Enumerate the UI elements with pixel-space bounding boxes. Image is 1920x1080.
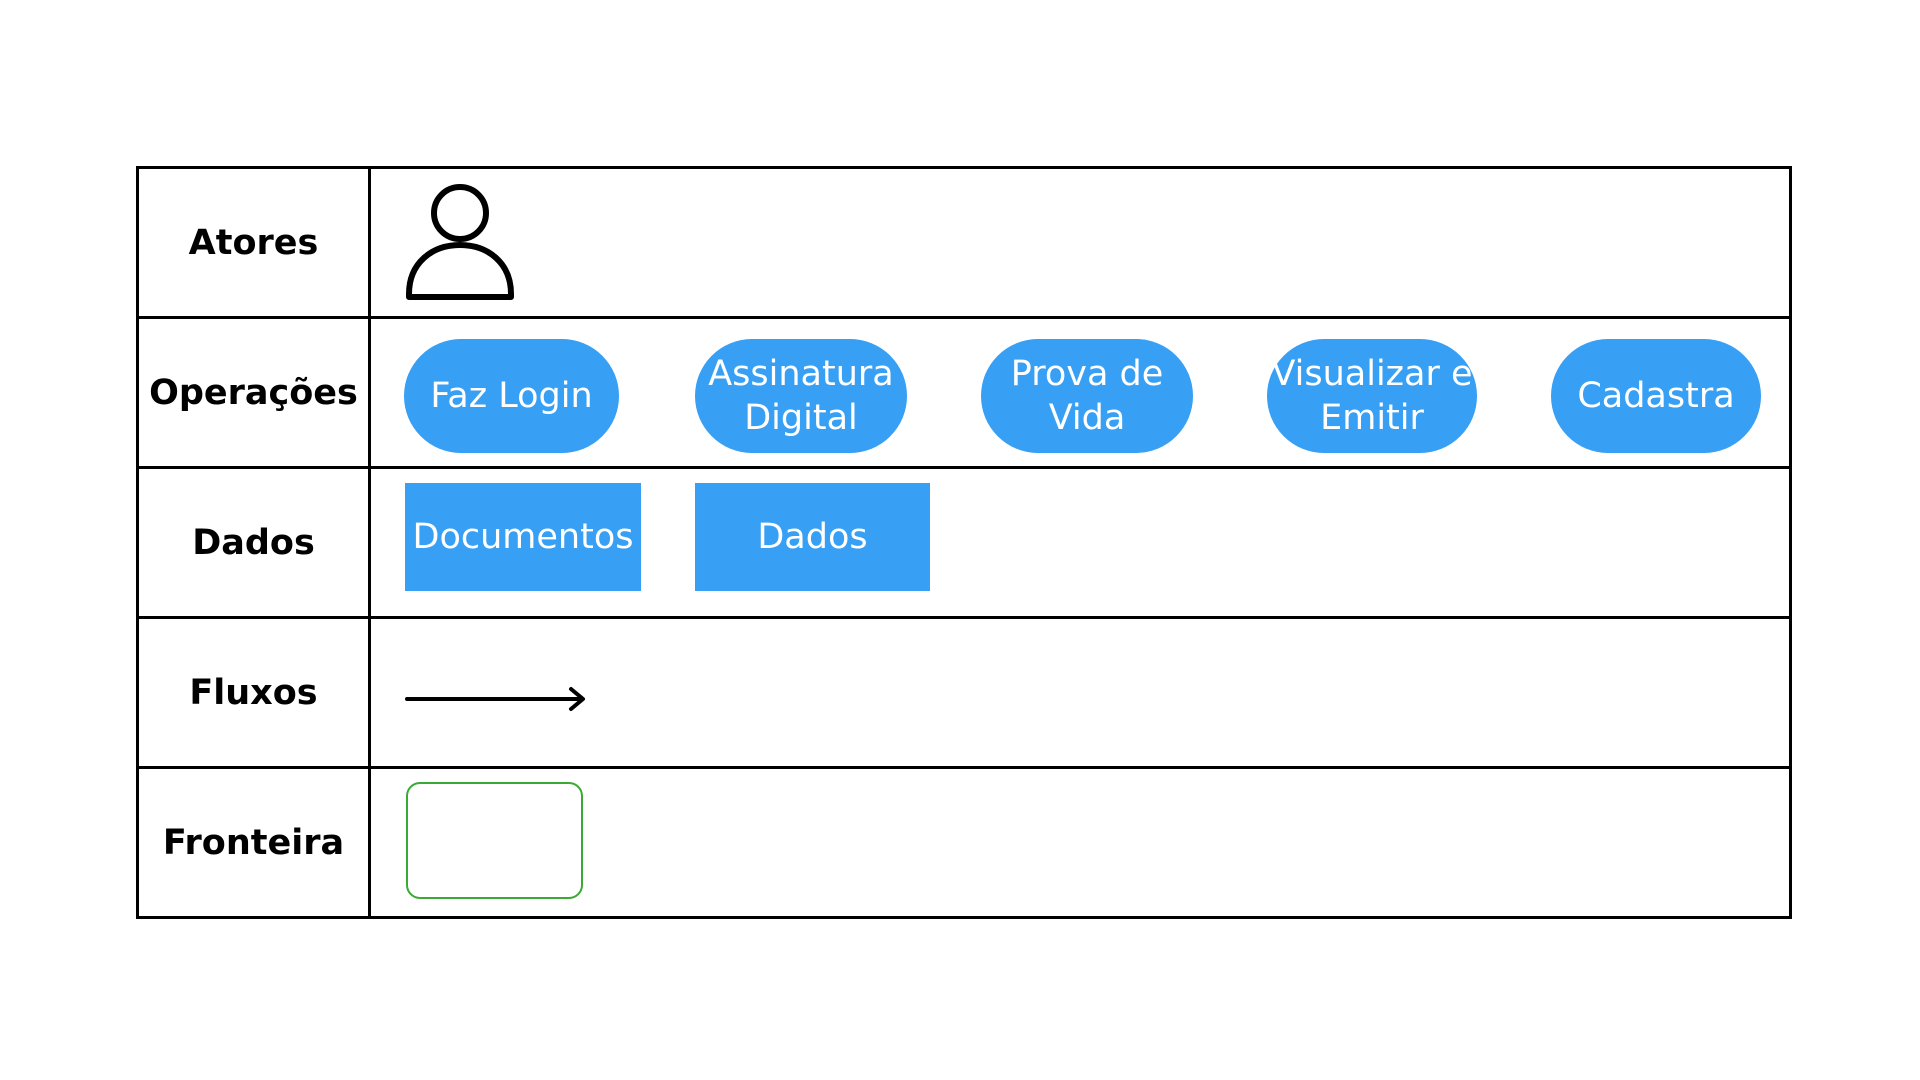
person-icon [406,184,514,300]
row-label-dados: Dados [139,469,371,616]
row-label-operacoes: Operações [139,319,371,466]
boundary-box [406,782,583,899]
row-content-dados: Documentos Dados [371,469,1789,616]
operation-visualizar-e-emitir: Visualizar e Emitir [1267,339,1477,453]
row-content-operacoes: Faz Login Assinatura Digital Prova de Vi… [371,319,1789,466]
row-content-fluxos [371,619,1789,766]
row-fronteira: Fronteira [139,769,1789,916]
row-operacoes: Operações Faz Login Assinatura Digital P… [139,319,1789,469]
row-content-atores [371,169,1789,316]
data-dados: Dados [695,483,930,591]
row-content-fronteira [371,769,1789,916]
operation-faz-login: Faz Login [404,339,619,453]
arrow-right-icon [405,687,585,711]
operation-cadastra: Cadastra [1551,339,1761,453]
data-documentos: Documentos [405,483,641,591]
row-fluxos: Fluxos [139,619,1789,769]
legend-table: Atores Operações Faz Login Assinatura Di… [136,166,1792,919]
row-atores: Atores [139,169,1789,319]
row-dados: Dados Documentos Dados [139,469,1789,619]
row-label-atores: Atores [139,169,371,316]
row-label-fronteira: Fronteira [139,769,371,916]
operation-prova-de-vida: Prova de Vida [981,339,1193,453]
row-label-fluxos: Fluxos [139,619,371,766]
operation-assinatura-digital: Assinatura Digital [695,339,907,453]
